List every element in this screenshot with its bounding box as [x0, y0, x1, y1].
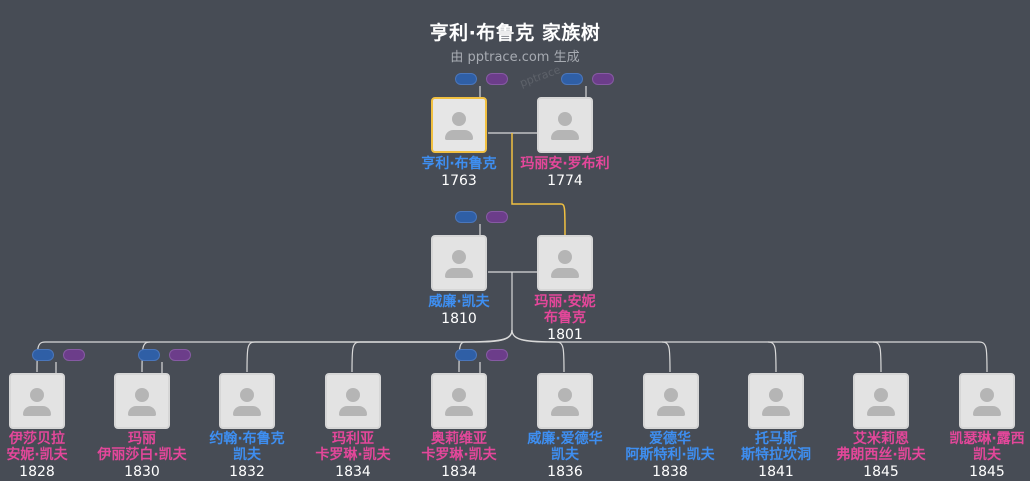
person-name[interactable]: 玛利亚 卡罗琳·凯夫 [315, 431, 391, 463]
person-year: 1845 [969, 464, 1005, 480]
child-link-edward [511, 329, 671, 373]
person-year: 1841 [758, 464, 794, 480]
relation-pill-purple[interactable] [486, 73, 508, 85]
person-year: 1774 [547, 173, 583, 189]
person-year: 1763 [441, 173, 477, 189]
avatar-icon [135, 388, 149, 402]
person-year: 1828 [19, 464, 55, 480]
person-name[interactable]: 爱德华 阿斯特利·凯夫 [625, 431, 715, 463]
person-card-william-edward[interactable] [537, 373, 593, 429]
person-year: 1845 [863, 464, 899, 480]
avatar-icon [664, 388, 678, 402]
page-title: 亨利·布鲁克 家族树 [429, 22, 601, 44]
avatar-icon [769, 388, 783, 402]
avatar-icon [452, 112, 466, 126]
person-card-maria[interactable] [325, 373, 381, 429]
avatar-icon [452, 388, 466, 402]
person-card-emily[interactable] [853, 373, 909, 429]
person-name[interactable]: 奥莉维亚 卡罗琳·凯夫 [421, 431, 497, 463]
relation-pill-purple[interactable] [63, 349, 85, 361]
person-card-edward[interactable] [643, 373, 699, 429]
person-name[interactable]: 托马斯 斯特拉坎洞 [741, 431, 811, 463]
person-card-william[interactable] [431, 235, 487, 291]
avatar-icon [558, 250, 572, 264]
person-card-catherine[interactable] [959, 373, 1015, 429]
person-card-thomas[interactable] [748, 373, 804, 429]
avatar-icon [558, 112, 572, 126]
avatar-icon [558, 388, 572, 402]
person-card-olivia[interactable] [431, 373, 487, 429]
child-link-emily [768, 341, 882, 373]
child-link-catherine [873, 341, 988, 373]
child-link-thomas [662, 341, 777, 373]
relation-pill-blue[interactable] [561, 73, 583, 85]
person-card-isabella[interactable] [9, 373, 65, 429]
person-name[interactable]: 威廉·爱德华 凯夫 [527, 431, 603, 463]
relation-pill-blue[interactable] [455, 211, 477, 223]
person-year: 1834 [441, 464, 477, 480]
person-year: 1832 [229, 464, 265, 480]
page-subtitle: 由 pptrace.com 生成 [450, 50, 580, 65]
person-year: 1834 [335, 464, 371, 480]
person-name[interactable]: 玛丽安·罗布利 [520, 156, 610, 172]
avatar-icon [452, 250, 466, 264]
relation-pill-blue[interactable] [138, 349, 160, 361]
avatar-icon [30, 388, 44, 402]
relation-pill-purple[interactable] [592, 73, 614, 85]
relation-pill-blue[interactable] [32, 349, 54, 361]
relation-pill-purple[interactable] [486, 211, 508, 223]
person-card-henry[interactable] [431, 97, 487, 153]
person-year: 1801 [547, 327, 583, 343]
person-card-mary-roble[interactable] [537, 97, 593, 153]
person-year: 1830 [124, 464, 160, 480]
relation-pill-blue[interactable] [455, 349, 477, 361]
person-card-john[interactable] [219, 373, 275, 429]
avatar-icon [346, 388, 360, 402]
person-name[interactable]: 伊莎贝拉 安妮·凯夫 [6, 431, 68, 463]
person-card-mary-elizabeth[interactable] [114, 373, 170, 429]
person-name[interactable]: 约翰·布鲁克 凯夫 [209, 431, 285, 463]
person-card-mary-anne[interactable] [537, 235, 593, 291]
relation-pill-purple[interactable] [486, 349, 508, 361]
person-name[interactable]: 玛丽·安妮 布鲁克 [534, 294, 596, 326]
avatar-icon [240, 388, 254, 402]
person-year: 1836 [547, 464, 583, 480]
avatar-icon [874, 388, 888, 402]
person-name[interactable]: 玛丽 伊丽莎白·凯夫 [97, 431, 187, 463]
relation-pill-purple[interactable] [169, 349, 191, 361]
child-link-isabella [36, 341, 150, 373]
person-name[interactable]: 亨利·布鲁克 [421, 156, 497, 172]
person-name[interactable]: 威廉·凯夫 [428, 294, 490, 310]
avatar-icon [980, 388, 994, 402]
person-name[interactable]: 艾米莉恩 弗朗西丝·凯夫 [836, 431, 926, 463]
person-name[interactable]: 凯瑟琳·露西 凯夫 [949, 431, 1025, 463]
person-year: 1810 [441, 311, 477, 327]
relation-pill-blue[interactable] [455, 73, 477, 85]
person-year: 1838 [652, 464, 688, 480]
highlight-lineage-line [511, 133, 566, 236]
